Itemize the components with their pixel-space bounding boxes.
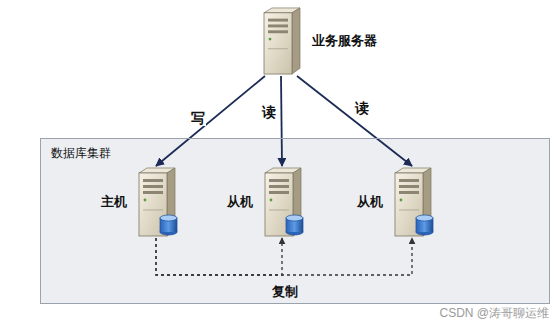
request-arrow bbox=[156, 76, 265, 166]
server-node: 业务服务器 bbox=[258, 6, 304, 76]
cluster-title: 数据库集群 bbox=[41, 139, 121, 168]
edge-label: 复制 bbox=[271, 285, 299, 300]
server-label: 从机 bbox=[227, 194, 253, 210]
request-arrow bbox=[297, 76, 412, 166]
edge-label: 写 bbox=[190, 110, 206, 126]
server-icon bbox=[258, 6, 304, 76]
edge-label: 读 bbox=[354, 100, 370, 116]
server-label: 从机 bbox=[357, 194, 383, 210]
server-node: 主机 bbox=[133, 166, 179, 238]
server-label: 主机 bbox=[101, 194, 127, 210]
replication-line bbox=[156, 238, 412, 275]
cluster-ground bbox=[40, 138, 550, 304]
cluster-box: 主机从机从机数据库集群 bbox=[40, 138, 550, 304]
request-arrow bbox=[281, 76, 282, 166]
server-node: 从机 bbox=[259, 166, 305, 238]
database-server-icon bbox=[133, 166, 179, 238]
watermark: CSDN @涛哥聊运维 bbox=[439, 305, 549, 322]
database-server-icon bbox=[389, 166, 435, 238]
server-label: 业务服务器 bbox=[312, 33, 377, 49]
server-node: 从机 bbox=[389, 166, 435, 238]
edge-label: 读 bbox=[261, 104, 277, 120]
replication-line bbox=[156, 238, 282, 275]
database-server-icon bbox=[259, 166, 305, 238]
